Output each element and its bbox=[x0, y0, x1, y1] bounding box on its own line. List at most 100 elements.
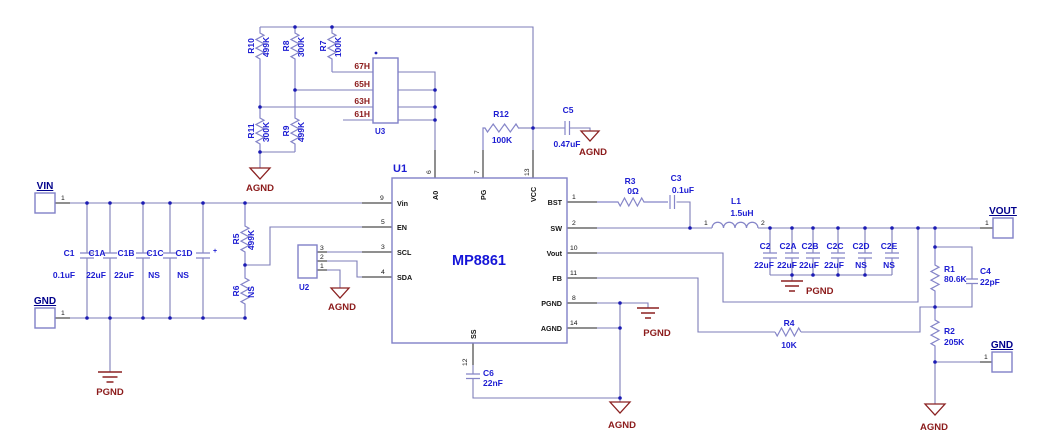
r11-ref: R11 bbox=[246, 123, 256, 138]
pgnd-symbol-pin8: PGND bbox=[637, 307, 671, 339]
pgnd-label: PGND bbox=[643, 328, 671, 339]
gnd-left-pin-number: 1 bbox=[61, 310, 65, 317]
u1-name-scl: SCL bbox=[397, 248, 412, 257]
u1-name-fb: FB bbox=[552, 274, 562, 283]
agnd-label: AGND bbox=[246, 183, 274, 194]
resistor-r12: R12 100K bbox=[482, 109, 520, 150]
connector-gnd-left: GND 1 bbox=[34, 296, 65, 329]
u1-pin6: 6 bbox=[426, 170, 433, 174]
r5-ref: R5 bbox=[231, 233, 241, 244]
resistor-r2: R2 205K bbox=[929, 307, 965, 362]
agnd-symbol-c5: AGND bbox=[579, 130, 607, 158]
c2-ref: C2 bbox=[760, 241, 771, 251]
u1-name-sda: SDA bbox=[397, 273, 412, 282]
u3-addr-67h: 67H bbox=[354, 61, 370, 71]
resistor-r9: R9 499K bbox=[281, 90, 306, 152]
c2d-value: NS bbox=[855, 260, 867, 270]
c5-value: 0.47uF bbox=[554, 139, 581, 149]
c5-ref: C5 bbox=[563, 105, 574, 115]
pgnd-label: PGND bbox=[806, 286, 834, 297]
l1-pin-1: 1 bbox=[704, 220, 708, 227]
u1-name-vout: Vout bbox=[547, 249, 563, 258]
c1-value: 0.1uF bbox=[53, 270, 75, 280]
c1b-value: 22uF bbox=[114, 270, 134, 280]
capacitor-c1c: C1C NS bbox=[146, 203, 177, 318]
vout-pin-number: 1 bbox=[985, 220, 989, 227]
c2b-ref: C2B bbox=[801, 241, 818, 251]
c4-ref: C4 bbox=[980, 266, 991, 276]
capacitor-c2b: C2B 22uF bbox=[799, 228, 820, 275]
u1-name-ss: SS bbox=[469, 329, 478, 339]
c1d-ref: C1D bbox=[175, 248, 192, 258]
pgnd-label: PGND bbox=[96, 387, 124, 398]
u1-pin10: 10 bbox=[570, 245, 578, 252]
ic-u1: U1 MP8861 9 5 3 4 Vin EN SCL SDA 6 7 13 … bbox=[380, 163, 578, 366]
capacitor-c1b: C1B 22uF bbox=[114, 203, 150, 318]
c2a-value: 22uF bbox=[777, 260, 797, 270]
r1-value: 80.6K bbox=[944, 274, 968, 284]
connector-vin: VIN 1 bbox=[34, 181, 65, 214]
u1-pin2: 2 bbox=[572, 220, 576, 227]
u1-name-pg: PG bbox=[479, 189, 488, 200]
u1-name-agnd: AGND bbox=[541, 324, 562, 333]
capacitor-c2c: C2C 22uF bbox=[824, 228, 845, 275]
c1c-value: NS bbox=[148, 270, 160, 280]
capacitor-c1d: C1D NS + bbox=[175, 203, 217, 318]
c3-value: 0.1uF bbox=[672, 185, 694, 195]
capacitor-c3: C3 0.1uF bbox=[669, 173, 694, 209]
u1-name-a0: A0 bbox=[431, 191, 440, 200]
u1-pin1: 1 bbox=[572, 194, 576, 201]
agnd-symbol-divider: AGND bbox=[246, 167, 274, 194]
r4-ref: R4 bbox=[784, 318, 795, 328]
u1-name-bst: BST bbox=[548, 198, 563, 207]
u2-pin-2: 2 bbox=[320, 254, 324, 261]
resistor-r7: R7 100K bbox=[318, 27, 343, 72]
c2e-ref: C2E bbox=[881, 241, 898, 251]
c1a-value: 22uF bbox=[86, 270, 106, 280]
capacitor-c4: C4 22pF bbox=[935, 246, 1000, 308]
inductor-l1: L1 1.5uH 1 2 bbox=[704, 196, 765, 229]
capacitor-c1: C1 0.1uF bbox=[53, 203, 94, 318]
u1-pin11: 11 bbox=[570, 270, 577, 277]
vout-port-label: VOUT bbox=[989, 206, 1017, 217]
c2a-ref: C2A bbox=[779, 241, 796, 251]
u3-addr-63h: 63H bbox=[354, 96, 370, 106]
r3-ref: R3 bbox=[625, 176, 636, 186]
resistor-r4: R4 10K bbox=[774, 318, 802, 350]
agnd-label: AGND bbox=[608, 420, 636, 431]
agnd-symbol-u2: AGND bbox=[328, 287, 356, 313]
gnd-right-pin-number: 1 bbox=[984, 354, 988, 361]
u1-pin13: 13 bbox=[524, 168, 531, 176]
agnd-symbol-divider-right: AGND bbox=[920, 403, 948, 433]
capacitor-c2d: C2D NS bbox=[852, 228, 872, 275]
r9-ref: R9 bbox=[281, 125, 291, 136]
resistor-r8: R8 300K bbox=[281, 27, 306, 90]
u1-ref: U1 bbox=[393, 163, 407, 175]
r2-value: 205K bbox=[944, 337, 965, 347]
r1-ref: R1 bbox=[944, 264, 955, 274]
r12-value: 100K bbox=[492, 135, 513, 145]
net-wires bbox=[70, 26, 980, 404]
resistor-r10: R10 499K bbox=[246, 27, 271, 107]
r11-value: 300K bbox=[261, 121, 271, 142]
c1c-ref: C1C bbox=[146, 248, 163, 258]
l1-ref: L1 bbox=[731, 196, 741, 206]
u1-pin12: 12 bbox=[462, 358, 469, 366]
resistor-r1: R1 80.6K bbox=[929, 228, 968, 307]
u2-ref: U2 bbox=[299, 283, 310, 292]
resistor-r3: R3 0Ω bbox=[597, 176, 668, 208]
pin-stubs bbox=[55, 150, 993, 365]
resistor-r5: R5 499K bbox=[231, 203, 256, 265]
r7-value: 100K bbox=[333, 36, 343, 57]
r6-value: NS bbox=[246, 286, 256, 298]
l1-pin-2: 2 bbox=[761, 220, 765, 227]
c6-ref: C6 bbox=[483, 368, 494, 378]
capacitor-c2a: C2A 22uF bbox=[777, 228, 799, 275]
resistor-r11: R11 300K bbox=[246, 107, 271, 152]
capacitor-c6: C6 22nF bbox=[466, 368, 503, 388]
u1-name-en: EN bbox=[397, 223, 407, 232]
r8-value: 300K bbox=[296, 36, 306, 57]
c2-value: 22uF bbox=[754, 260, 774, 270]
capacitor-c5: C5 0.47uF bbox=[554, 105, 581, 149]
